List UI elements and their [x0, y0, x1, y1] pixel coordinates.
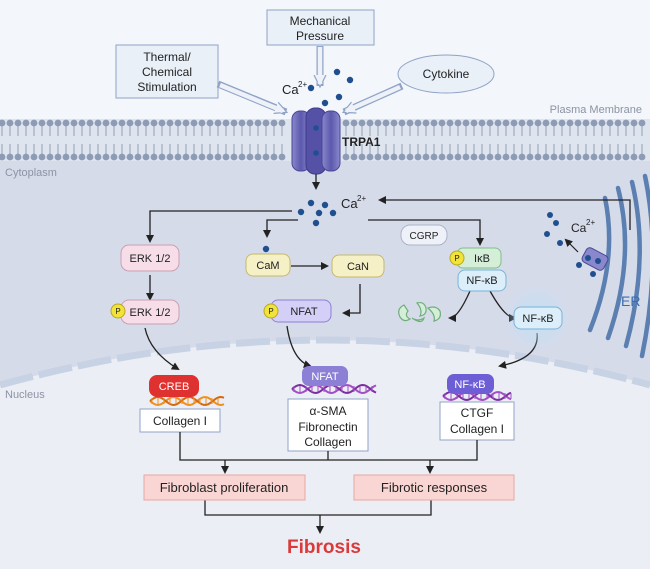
outcome-connectors	[179, 432, 478, 534]
er-release-arrow	[564, 238, 579, 253]
svg-text:NFAT: NFAT	[311, 371, 339, 383]
nuclear-envelope	[0, 336, 650, 389]
ikb-node: IκB P	[449, 247, 502, 269]
svg-text:CREB: CREB	[159, 381, 190, 393]
svg-text:Chemical: Chemical	[142, 65, 192, 79]
svg-text:NF-κB: NF-κB	[454, 379, 485, 391]
cytokine-ellipse: Cytokine	[397, 54, 495, 94]
svg-text:NF-κB: NF-κB	[466, 275, 497, 287]
svg-text:2+: 2+	[298, 80, 307, 89]
svg-text:Fibronectin: Fibronectin	[298, 420, 357, 434]
svg-text:Ca: Ca	[571, 221, 587, 235]
svg-text:NFAT: NFAT	[290, 306, 318, 318]
nfkb-nucleus-node: NF-κB	[447, 374, 494, 394]
calcium-ions-cytosol	[297, 199, 337, 227]
svg-text:CGRP: CGRP	[410, 231, 439, 242]
svg-text:NF-κB: NF-κB	[522, 313, 553, 325]
fibrosis-title: Fibrosis	[287, 537, 361, 558]
svg-text:Ca: Ca	[341, 196, 358, 211]
erk-node: ERK 1/2	[120, 244, 180, 272]
phospho-erk-node: ERK 1/2 P	[110, 299, 180, 325]
phospho-nfat-node: NFAT P	[263, 299, 332, 323]
svg-text:Collagen: Collagen	[304, 435, 351, 449]
trpa1-channel	[291, 107, 341, 175]
svg-text:CaM: CaM	[256, 260, 279, 272]
nucleus-label: Nucleus	[5, 389, 45, 401]
creb-node: CREB	[149, 375, 199, 397]
plasma-membrane-label: Plasma Membrane	[550, 104, 642, 116]
nfkb-complex-node: NF-κB	[457, 269, 507, 292]
ca-label-er: Ca 2+	[571, 218, 595, 235]
thermal-chemical-stimulation-box: Thermal/ Chemical Stimulation	[115, 44, 219, 99]
calcium-ions-extracellular	[307, 68, 354, 107]
svg-text:ERK 1/2: ERK 1/2	[130, 253, 171, 265]
trpa1-label: TRPA1	[342, 135, 381, 149]
calcium-ions-er	[544, 212, 601, 277]
svg-text:CaN: CaN	[347, 261, 369, 273]
degraded-ikb-icon	[398, 301, 441, 323]
endoplasmic-reticulum	[587, 173, 650, 359]
dna-creb	[149, 395, 225, 407]
mechanical-pressure-box: Mechanical Pressure	[266, 9, 375, 46]
svg-text:Stimulation: Stimulation	[137, 80, 196, 94]
svg-text:Cytokine: Cytokine	[423, 67, 470, 81]
svg-text:P: P	[268, 307, 273, 316]
fibroblast-proliferation-box: Fibroblast proliferation	[143, 474, 306, 501]
svg-text:Fibrotic responses: Fibrotic responses	[381, 480, 488, 495]
nfat-nucleus-node: NFAT	[302, 366, 348, 386]
nfat-target-genes: α-SMA Fibronectin Collagen	[287, 398, 369, 452]
svg-text:Ca: Ca	[282, 82, 299, 97]
ca-label-cytosol: Ca 2+	[341, 194, 366, 211]
nfkb-free-node: NF-κB	[503, 284, 571, 352]
cam-node: CaM	[245, 245, 291, 277]
svg-text:Collagen I: Collagen I	[153, 414, 207, 428]
svg-text:Fibroblast proliferation: Fibroblast proliferation	[160, 480, 289, 495]
creb-target-genes: Collagen I	[139, 408, 221, 433]
svg-text:IκB: IκB	[474, 253, 490, 265]
svg-text:α-SMA: α-SMA	[310, 404, 347, 418]
svg-text:Mechanical: Mechanical	[290, 14, 351, 28]
svg-text:CTGF: CTGF	[461, 406, 494, 420]
cgrp-node: CGRP	[400, 224, 448, 246]
svg-text:2+: 2+	[586, 218, 595, 227]
svg-text:2+: 2+	[357, 194, 366, 203]
nfkb-target-genes: CTGF Collagen I	[439, 401, 515, 441]
svg-text:P: P	[454, 254, 459, 263]
ca-label-extracellular: Ca 2+	[282, 80, 307, 97]
svg-text:Thermal/: Thermal/	[143, 50, 191, 64]
cytoplasm-label: Cytoplasm	[5, 167, 57, 179]
er-label: ER	[621, 293, 640, 309]
fibrotic-responses-box: Fibrotic responses	[353, 474, 515, 501]
svg-text:Collagen I: Collagen I	[450, 422, 504, 436]
er-calcium-channel	[581, 247, 609, 271]
can-node: CaN	[331, 254, 385, 278]
svg-text:ERK 1/2: ERK 1/2	[130, 307, 171, 319]
svg-text:P: P	[115, 307, 120, 316]
svg-text:Pressure: Pressure	[296, 29, 344, 43]
